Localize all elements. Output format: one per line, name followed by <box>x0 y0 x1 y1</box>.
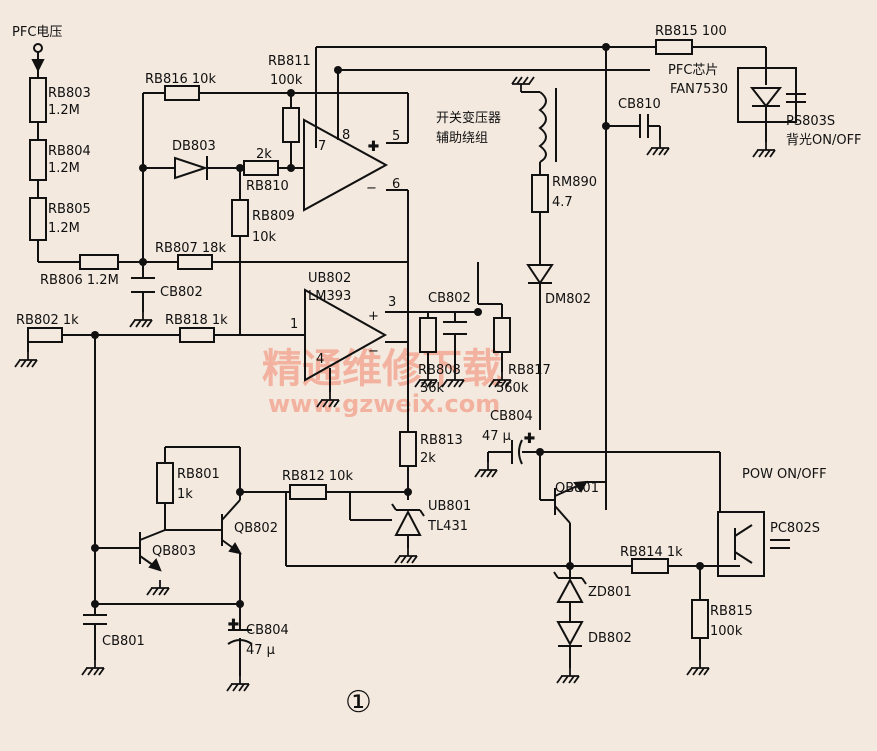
svg-text:10k: 10k <box>252 230 277 245</box>
svg-text:PFC芯片: PFC芯片 <box>668 63 718 78</box>
svg-text:CB802: CB802 <box>428 291 471 306</box>
svg-text:RB805: RB805 <box>48 202 91 217</box>
svg-text:RB806 1.2M: RB806 1.2M <box>40 273 119 288</box>
svg-text:RB803: RB803 <box>48 86 91 101</box>
svg-text:QB803: QB803 <box>152 544 196 559</box>
svg-text:CB804: CB804 <box>246 623 289 638</box>
svg-text:7: 7 <box>318 139 326 154</box>
svg-text:UB802: UB802 <box>308 271 351 286</box>
junction-dots <box>91 43 704 608</box>
svg-text:背光ON/OFF: 背光ON/OFF <box>786 133 862 148</box>
svg-text:8: 8 <box>342 128 350 143</box>
wires <box>27 43 767 676</box>
svg-text:4.7: 4.7 <box>552 195 573 210</box>
svg-text:1.2M: 1.2M <box>48 161 80 176</box>
svg-text:ZD801: ZD801 <box>588 585 632 600</box>
svg-text:CB804: CB804 <box>490 409 533 424</box>
svg-text:RB810: RB810 <box>246 179 289 194</box>
svg-text:RB809: RB809 <box>252 209 295 224</box>
svg-text:RM890: RM890 <box>552 175 597 190</box>
svg-text:TL431: TL431 <box>427 519 468 534</box>
svg-text:RB814 1k: RB814 1k <box>620 545 683 560</box>
figure-number: ① <box>345 685 372 720</box>
svg-text:1: 1 <box>290 317 298 332</box>
svg-text:−: − <box>368 344 379 359</box>
labels: PFC电压 RB803 1.2M RB804 1.2M RB805 1.2M R… <box>12 24 862 720</box>
svg-text:PS803S: PS803S <box>786 114 835 129</box>
svg-text:POW ON/OFF: POW ON/OFF <box>742 467 827 482</box>
svg-text:PC802S: PC802S <box>770 521 820 536</box>
svg-text:+: + <box>228 617 239 632</box>
svg-text:RB812 10k: RB812 10k <box>282 469 353 484</box>
svg-text:5: 5 <box>392 129 400 144</box>
components: + <box>27 39 806 647</box>
svg-text:6: 6 <box>392 177 400 192</box>
svg-text:辅助绕组: 辅助绕组 <box>436 131 488 146</box>
svg-text:LM393: LM393 <box>308 289 351 304</box>
svg-text:RB815: RB815 <box>710 604 753 619</box>
svg-text:RB808: RB808 <box>418 363 461 378</box>
svg-text:DB802: DB802 <box>588 631 632 646</box>
watermark-url: www.gzweix.com <box>268 390 500 418</box>
svg-text:RB815 100: RB815 100 <box>655 24 727 39</box>
svg-text:QB802: QB802 <box>234 521 278 536</box>
svg-text:560k: 560k <box>496 381 529 396</box>
svg-text:RB802 1k: RB802 1k <box>16 313 79 328</box>
svg-text:CB801: CB801 <box>102 634 145 649</box>
svg-text:2k: 2k <box>420 451 436 466</box>
svg-text:RB811: RB811 <box>268 54 311 69</box>
svg-text:开关变压器: 开关变压器 <box>436 110 501 126</box>
svg-text:RB816 10k: RB816 10k <box>145 72 216 87</box>
watermark-text: 精通维修下载 <box>262 346 502 392</box>
svg-text:47 µ: 47 µ <box>482 429 511 444</box>
svg-text:+: + <box>524 431 535 446</box>
svg-text:100k: 100k <box>710 624 743 639</box>
svg-text:2k: 2k <box>256 147 272 162</box>
svg-text:CB810: CB810 <box>618 97 661 112</box>
svg-text:4: 4 <box>316 352 324 367</box>
svg-text:RB804: RB804 <box>48 144 91 159</box>
svg-text:UB801: UB801 <box>428 499 471 514</box>
svg-text:+: + <box>368 309 379 324</box>
svg-text:47 µ: 47 µ <box>246 643 275 658</box>
svg-text:−: − <box>366 181 377 196</box>
svg-text:36k: 36k <box>420 381 445 396</box>
svg-text:1k: 1k <box>177 487 193 502</box>
svg-text:100k: 100k <box>270 73 303 88</box>
svg-text:CB802: CB802 <box>160 285 203 300</box>
svg-text:RB813: RB813 <box>420 433 463 448</box>
svg-text:PFC电压: PFC电压 <box>12 25 62 40</box>
svg-text:1.2M: 1.2M <box>48 221 80 236</box>
svg-text:3: 3 <box>388 295 396 310</box>
svg-text:DM802: DM802 <box>545 292 591 307</box>
svg-text:+: + <box>368 139 379 154</box>
svg-text:FAN7530: FAN7530 <box>670 82 728 97</box>
svg-text:QB801: QB801 <box>555 481 599 496</box>
svg-text:RB817: RB817 <box>508 363 551 378</box>
svg-text:RB801: RB801 <box>177 467 220 482</box>
svg-text:RB807 18k: RB807 18k <box>155 241 226 256</box>
svg-text:RB818 1k: RB818 1k <box>165 313 228 328</box>
svg-text:DB803: DB803 <box>172 139 216 154</box>
svg-text:1.2M: 1.2M <box>48 103 80 118</box>
